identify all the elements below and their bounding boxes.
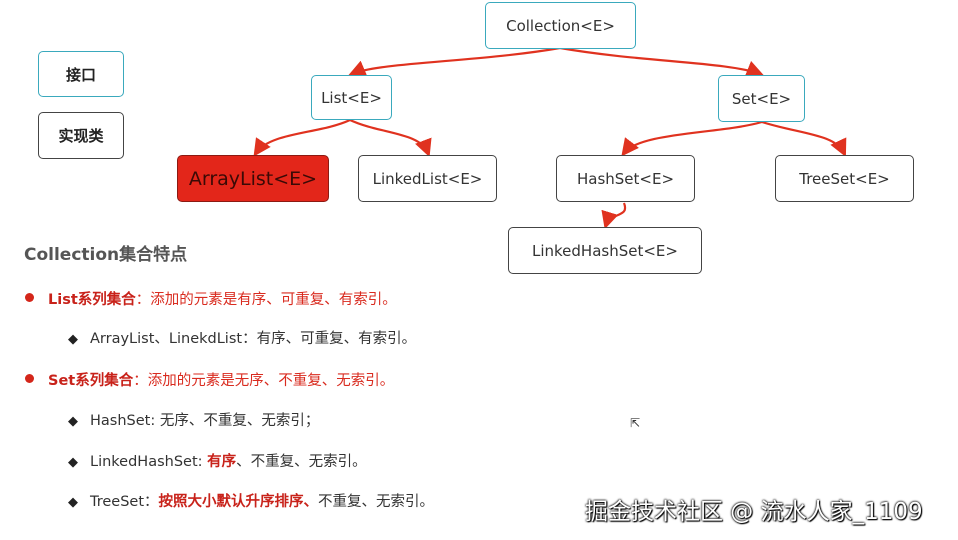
watermark: 掘金技术社区 @ 流水人家_1109 [585,499,923,525]
arrow-set-hashset [621,120,763,157]
hashset-text: HashSet: 无序、不重复、无索引； [90,413,320,429]
node-hashset: HashSet<E> [556,155,695,202]
arrow-set-treeset [761,120,847,157]
node-linkedlist: LinkedList<E> [358,155,497,202]
node-collection: Collection<E> [485,2,636,49]
linkedhashset-prefix: LinkedHashSet: [90,454,208,470]
node-arraylist: ArrayList<E> [177,155,329,202]
arrow-list-linkedlist [349,119,432,158]
hashset-line: ◆ HashSet: 无序、不重复、无索引； [68,409,319,430]
diamond-bullet-icon: ◆ [68,495,78,510]
arrow-collection-list [347,46,561,77]
notes-title: Collection集合特点 [24,245,188,265]
diamond-bullet-icon: ◆ [68,332,78,347]
list-heading: List系列集合 [48,292,136,308]
treeset-line: ◆ TreeSet：按照大小默认升序排序、不重复、无索引。 [68,490,434,511]
list-sub-text: ArrayList、LinekdList：有序、可重复、有索引。 [90,331,417,347]
list-bullet-line: List系列集合：添加的元素是有序、可重复、有索引。 [25,288,397,309]
node-linkedhashset: LinkedHashSet<E> [508,227,702,274]
set-bullet-line: Set系列集合：添加的元素是无序、不重复、无索引。 [25,369,394,390]
diamond-bullet-icon: ◆ [68,414,78,429]
node-list: List<E> [311,75,392,120]
arrow-list-arraylist [253,119,351,157]
list-sub-line: ◆ ArrayList、LinekdList：有序、可重复、有索引。 [68,327,416,348]
node-treeset: TreeSet<E> [775,155,914,202]
arrow-hashset-linkedhashset [601,202,627,230]
set-heading: Set系列集合 [48,373,134,389]
treeset-highlight: 按照大小默认升序排序、 [158,494,319,510]
bullet-dot [25,293,34,302]
mouse-cursor-icon: ⇱ [630,416,641,430]
set-description: ：添加的元素是无序、不重复、无索引。 [133,373,395,389]
legend-interface: 接口 [38,51,124,97]
treeset-suffix: 不重复、无索引。 [318,494,435,510]
diamond-bullet-icon: ◆ [68,455,78,470]
bullet-dot [25,374,34,383]
arrow-collection-set [559,46,765,78]
linkedhashset-highlight: 有序 [207,454,237,470]
node-set: Set<E> [718,75,805,122]
legend-implementation: 实现类 [38,112,124,159]
list-description: ：添加的元素是有序、可重复、有索引。 [135,292,397,308]
linkedhashset-suffix: 、不重复、无索引。 [236,454,367,470]
treeset-prefix: TreeSet： [90,494,159,510]
linkedhashset-line: ◆ LinkedHashSet: 有序、不重复、无索引。 [68,450,367,471]
